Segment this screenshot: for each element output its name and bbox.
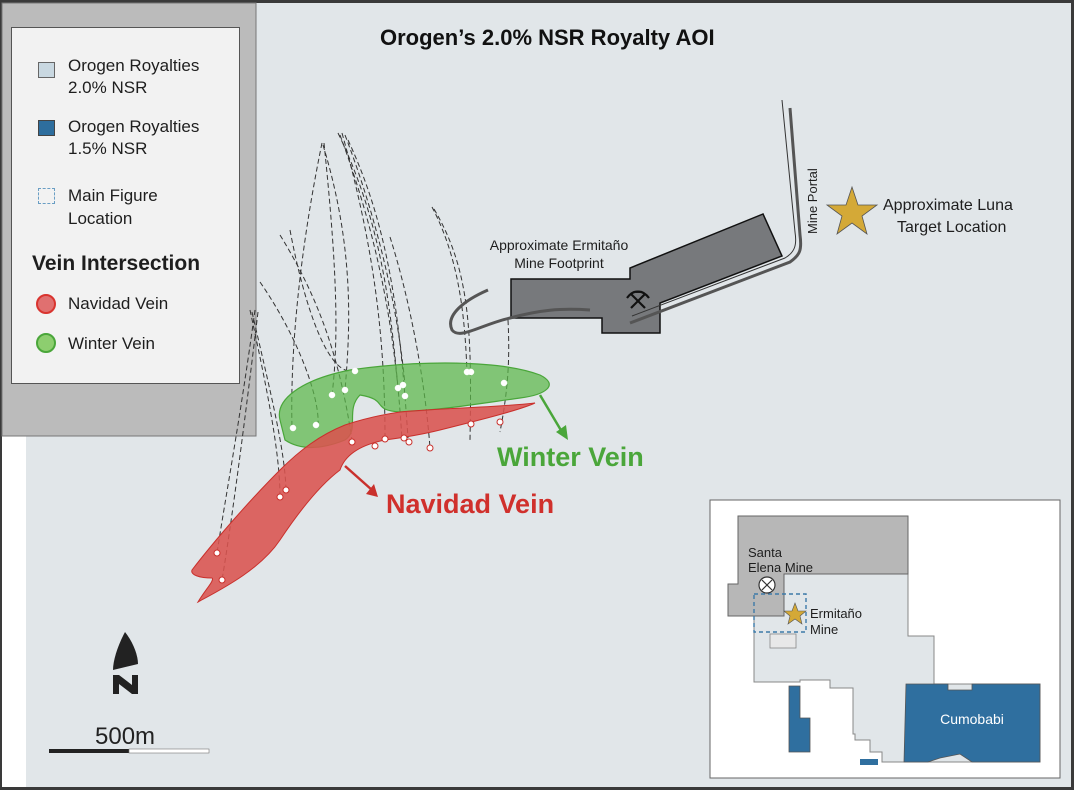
legend-label: Navidad Vein bbox=[68, 294, 169, 313]
inset-ermitano-label-2: Mine bbox=[810, 622, 838, 637]
mine-portal-tunnel bbox=[629, 107, 803, 325]
north-arrow-icon bbox=[113, 632, 138, 694]
legend-label: Orogen Royalties bbox=[68, 56, 200, 75]
inset-small-parcel bbox=[769, 633, 797, 649]
inset-santa-elena-label-1: Santa bbox=[748, 545, 783, 560]
drill-trace bbox=[251, 311, 287, 491]
inset-royalty-1-5-sliver bbox=[860, 759, 878, 765]
intersection-point bbox=[394, 384, 402, 392]
drill-trace bbox=[344, 134, 406, 386]
intersection-point bbox=[381, 435, 389, 443]
navidad-vein-intersections bbox=[213, 418, 504, 584]
vein-intersection-heading: Vein Intersection bbox=[32, 252, 201, 275]
intersection-point bbox=[401, 392, 409, 400]
luna-label-2: Target Location bbox=[897, 219, 1006, 236]
winter-vein-intersections bbox=[289, 367, 508, 432]
inset-santa-elena-label-2: Elena Mine bbox=[748, 560, 813, 575]
drill-trace bbox=[389, 236, 431, 449]
intersection-point bbox=[467, 368, 475, 376]
drill-trace bbox=[347, 139, 409, 439]
mine-footprint-label-1: Approximate Ermitaño bbox=[490, 237, 629, 253]
intersection-point bbox=[348, 438, 356, 446]
legend-label: Orogen Royalties bbox=[68, 117, 200, 136]
left-white-strip bbox=[2, 436, 26, 787]
intersection-point bbox=[500, 379, 508, 387]
intersection-point bbox=[399, 381, 407, 389]
inset-cumobabi-label: Cumobabi bbox=[940, 711, 1004, 727]
drill-trace bbox=[221, 311, 259, 581]
red-circle-icon bbox=[36, 294, 56, 314]
legend-label: Location bbox=[68, 209, 133, 228]
legend-label: 2.0% NSR bbox=[68, 78, 148, 97]
legend-label: Winter Vein bbox=[68, 334, 155, 353]
scale-label: 500m bbox=[95, 723, 155, 750]
intersection-point bbox=[400, 434, 408, 442]
mine-footprint-label-2: Mine Footprint bbox=[514, 255, 604, 271]
light-blue-square-icon bbox=[38, 62, 55, 78]
intersection-point bbox=[426, 444, 434, 452]
intersection-point bbox=[282, 486, 290, 494]
drill-trace bbox=[279, 234, 353, 441]
legend: Orogen Royalties 2.0% NSR Orogen Royalti… bbox=[11, 27, 240, 384]
intersection-point bbox=[213, 549, 221, 557]
inset-royalty-1-5-area bbox=[788, 685, 811, 753]
drill-trace bbox=[289, 229, 356, 372]
navidad-vein-arrow bbox=[344, 465, 378, 497]
intersection-point bbox=[405, 438, 413, 446]
access-ramp bbox=[449, 288, 591, 335]
mine-symbol-icon bbox=[626, 290, 650, 309]
legend-label: 1.5% NSR bbox=[68, 139, 148, 158]
intersection-point bbox=[467, 420, 475, 428]
inset-map bbox=[709, 499, 1061, 779]
mine-portal-tunnel-outline bbox=[631, 99, 797, 317]
inset-main-figure-location bbox=[753, 593, 807, 633]
ermitano-mine-footprint bbox=[510, 213, 784, 334]
drill-trace bbox=[322, 144, 350, 391]
intersection-point bbox=[496, 418, 504, 426]
inset-cumobabi-area bbox=[903, 683, 1041, 763]
drill-trace bbox=[433, 208, 472, 441]
drill-trace bbox=[499, 319, 510, 433]
intersection-point bbox=[289, 424, 297, 432]
mine-portal-label: Mine Portal bbox=[805, 168, 820, 234]
inset-ermitano-star-icon bbox=[783, 602, 807, 625]
inset-ermitano-label-1: Ermitaño bbox=[810, 606, 862, 621]
intersection-point bbox=[218, 576, 226, 584]
scale-bar bbox=[49, 748, 210, 754]
drill-trace bbox=[337, 132, 399, 389]
legend-label: Main Figure bbox=[68, 186, 158, 205]
winter-vein-arrow bbox=[538, 394, 568, 440]
navidad-vein-label: Navidad Vein bbox=[386, 489, 554, 519]
map-title: Orogen’s 2.0% NSR Royalty AOI bbox=[380, 25, 715, 50]
intersection-point bbox=[351, 367, 359, 375]
luna-label-1: Approximate Luna bbox=[883, 197, 1013, 214]
dashed-square-icon bbox=[38, 188, 55, 204]
dark-blue-square-icon bbox=[38, 120, 55, 136]
green-circle-icon bbox=[36, 333, 56, 353]
drill-trace bbox=[323, 142, 337, 396]
luna-star-icon bbox=[825, 185, 879, 236]
winter-vein-label: Winter Vein bbox=[497, 442, 644, 472]
intersection-point bbox=[276, 493, 284, 501]
intersection-point bbox=[312, 421, 320, 429]
drill-trace bbox=[216, 309, 256, 554]
intersection-point bbox=[328, 391, 336, 399]
intersection-point bbox=[341, 386, 349, 394]
intersection-point bbox=[371, 442, 379, 450]
